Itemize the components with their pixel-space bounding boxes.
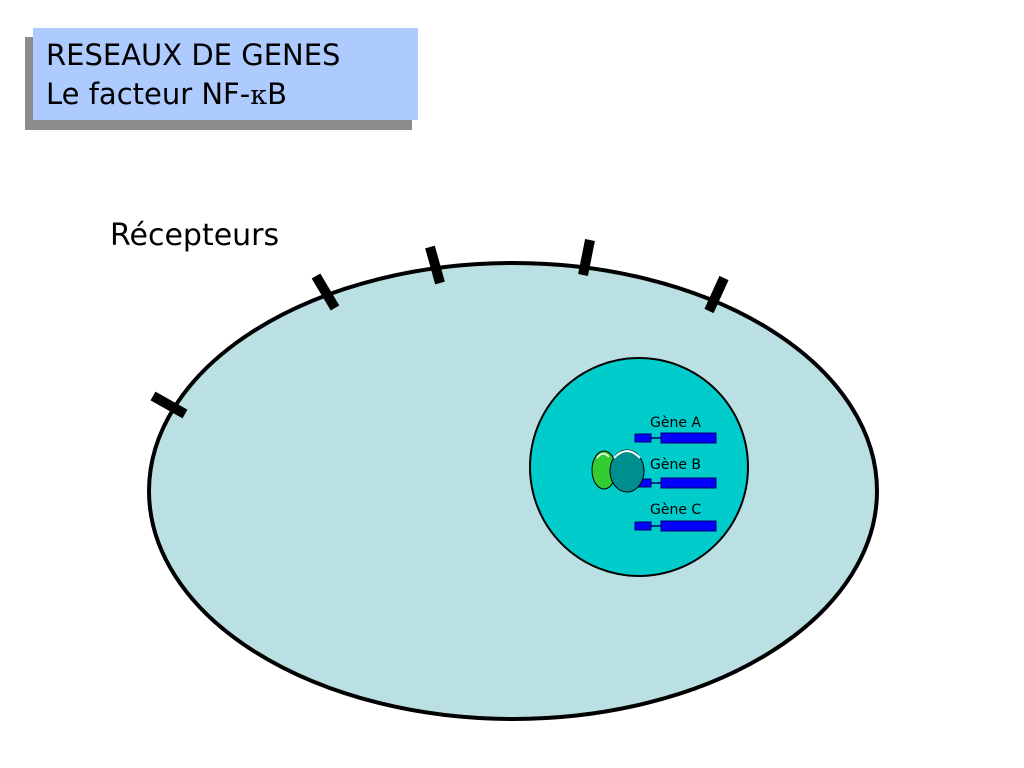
nfkb-subunit-green-highlight — [596, 453, 610, 459]
receptor-4 — [578, 239, 595, 276]
gene-b-label: Gène B — [650, 457, 701, 473]
gene-b-coding — [660, 477, 717, 489]
receptor-1 — [150, 391, 188, 419]
nfkb-subunit-teal-highlight — [613, 450, 641, 459]
receptor-5 — [704, 275, 729, 314]
cell-body — [147, 261, 879, 721]
receptor-3 — [425, 245, 445, 285]
gene-a-label: Gène A — [650, 415, 701, 431]
gene-c-coding — [660, 520, 717, 532]
kappa-symbol: κ — [250, 80, 268, 111]
title-line-2: Le facteur NF-κB — [46, 75, 418, 115]
gene-a: Gène A — [634, 415, 717, 444]
gene-b: Gène B — [634, 457, 717, 489]
gene-c: Gène C — [634, 502, 717, 532]
nfkb-dimer — [591, 449, 645, 493]
gene-c-promoter — [634, 521, 652, 531]
receptors-label: Récepteurs — [110, 218, 280, 253]
title-line-1: RESEAUX DE GENES — [46, 38, 341, 72]
gene-c-label: Gène C — [650, 502, 701, 518]
receptors — [150, 239, 729, 419]
title-box: RESEAUX DE GENES Le facteur NF-κB — [33, 28, 418, 120]
title-line-2-suffix: B — [267, 77, 287, 111]
gene-a-promoter — [634, 433, 652, 443]
title-line-2-prefix: Le facteur NF- — [46, 77, 251, 111]
receptor-2 — [311, 273, 340, 311]
gene-a-coding — [660, 432, 717, 444]
